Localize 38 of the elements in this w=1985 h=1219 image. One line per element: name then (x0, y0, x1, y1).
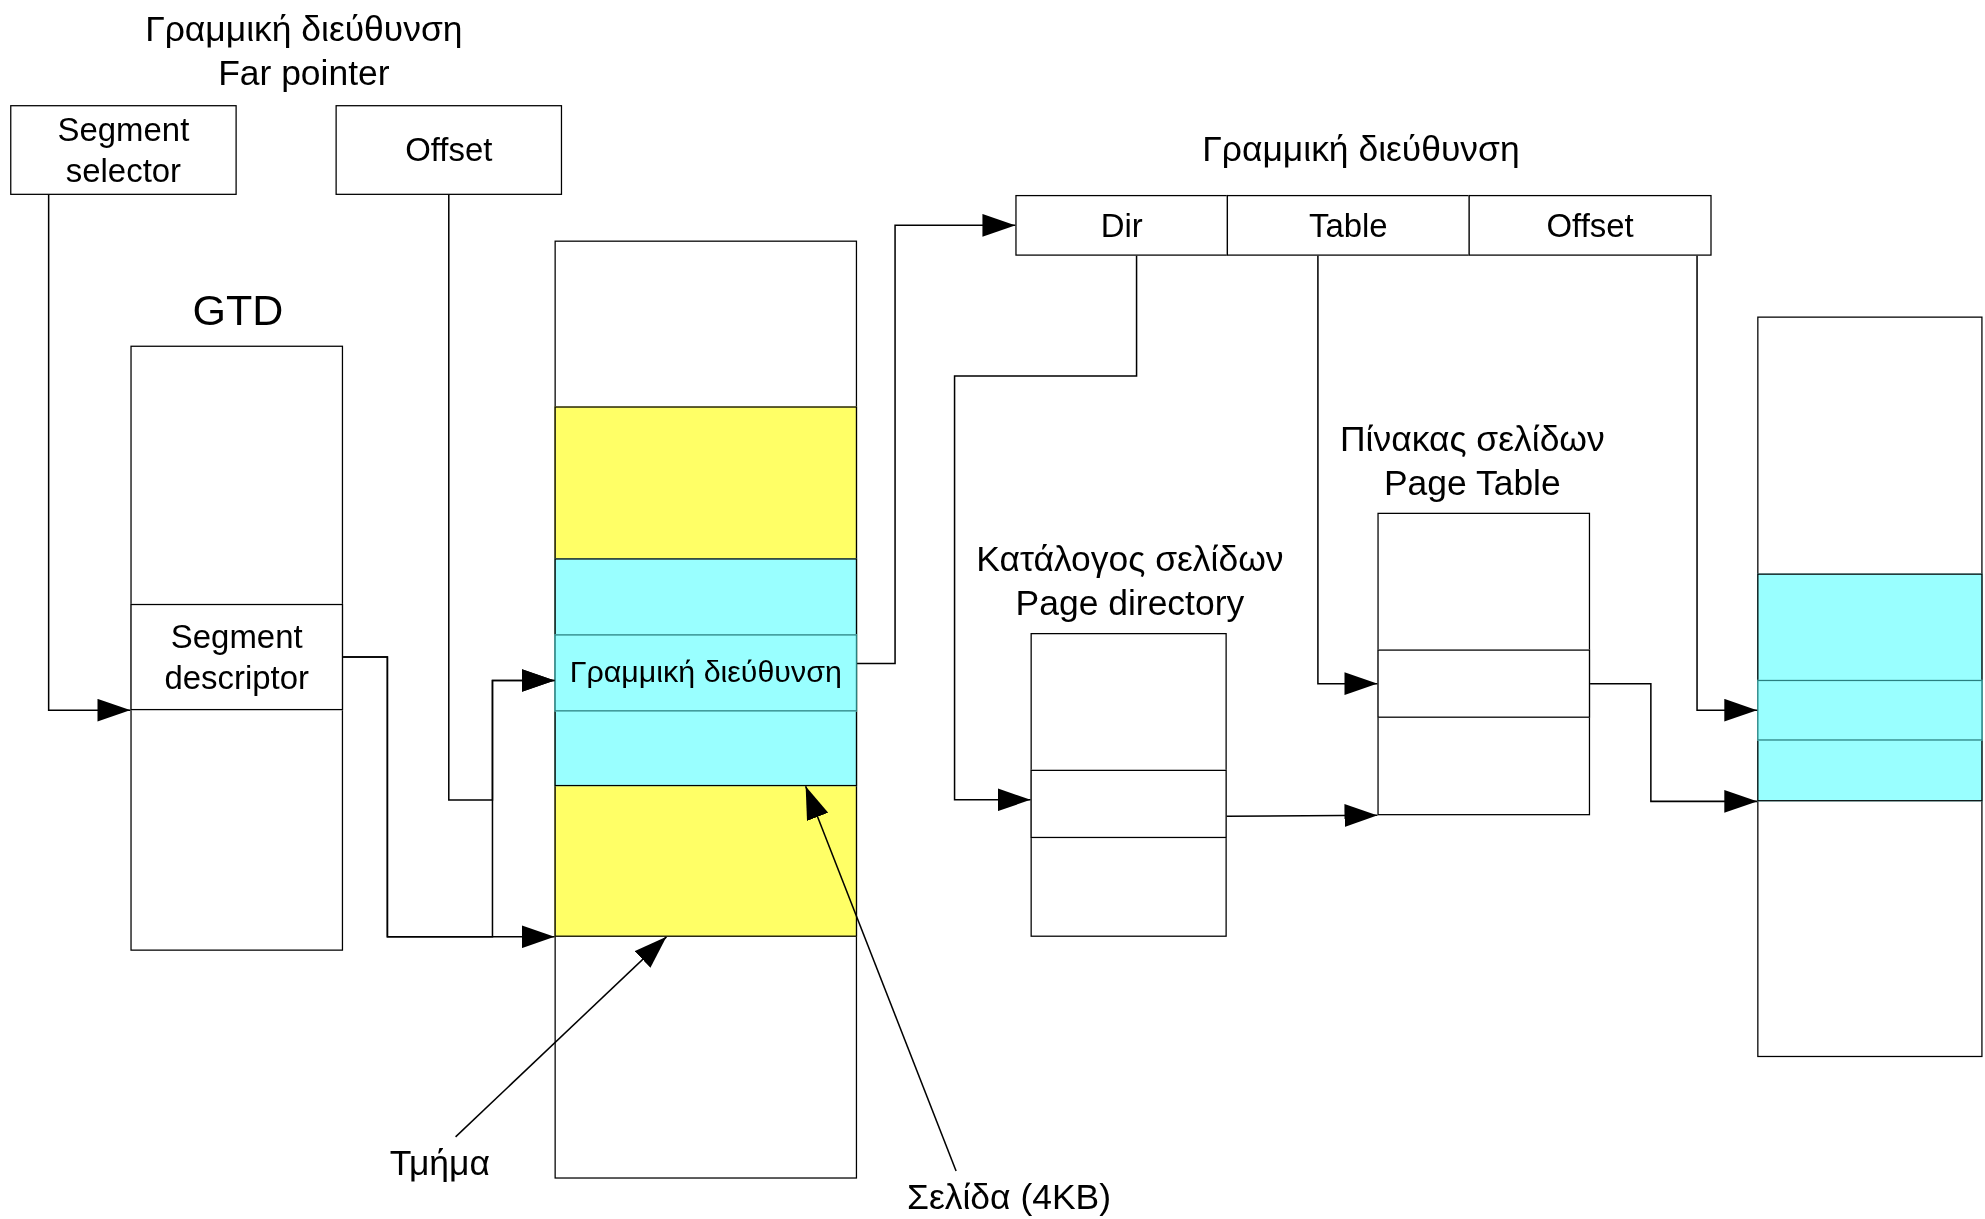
page-region (554, 558, 858, 787)
memory-column (554, 240, 858, 1179)
callout-text: Σελίδα (4KB) (888, 1171, 1130, 1219)
node-text: Segment selector (56, 109, 191, 192)
address-heading: Γραμμική διεύθυνση Far pointer (144, 7, 464, 95)
address-field (1015, 194, 1228, 256)
arrow (47, 194, 132, 722)
register-box (335, 105, 563, 195)
arrow (1696, 254, 1758, 722)
arrow (1226, 804, 1379, 827)
arrow (953, 254, 1138, 812)
leader-line (454, 936, 668, 1138)
register-box (10, 105, 237, 195)
node-text: Table (1308, 205, 1388, 246)
node-text: Segment descriptor (163, 616, 310, 699)
memory-row (1757, 679, 1983, 741)
segment-region (554, 406, 858, 937)
table-entry (130, 603, 344, 711)
arrow (856, 213, 1017, 665)
arrow (1589, 682, 1758, 813)
page-region (1757, 573, 1983, 802)
address-heading: Γραμμική διεύθυνση (1201, 128, 1521, 171)
table-heading: Πίνακας σελίδων Page Table (1338, 418, 1606, 505)
callout-text: Τμήμα (379, 1136, 501, 1188)
node-text: Offset (405, 129, 493, 171)
node-text: Dir (1100, 205, 1143, 246)
table-heading: GTD (191, 285, 285, 337)
memory-column (1757, 316, 1983, 1058)
address-field (1468, 194, 1712, 256)
node-text: Offset (1546, 205, 1634, 246)
arrow (1317, 254, 1379, 696)
memory-row (554, 634, 858, 712)
node-text: Γραμμική διεύθυνση (569, 654, 842, 691)
table-heading: Κατάλογος σελίδων Page directory (975, 538, 1285, 625)
leader-line (804, 785, 957, 1172)
table-entry (1377, 649, 1591, 718)
table-entry (1030, 769, 1227, 839)
address-field (1226, 194, 1470, 256)
